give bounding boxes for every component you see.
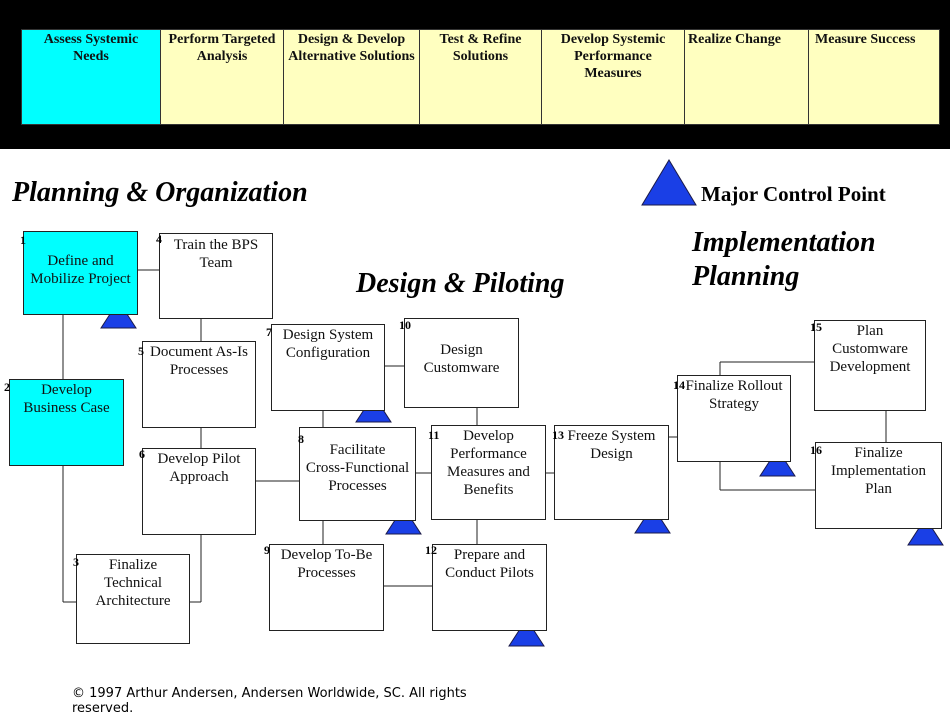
control-point-icon	[508, 618, 545, 647]
task-number: 6	[139, 447, 145, 461]
task-design-customware: Design Customware	[404, 318, 519, 408]
task-number: 16	[810, 443, 822, 457]
phase-assess-systemic-needs: Assess Systemic Needs	[21, 29, 161, 125]
legend-label: Major Control Point	[701, 182, 886, 206]
task-number: 1	[20, 233, 26, 247]
task-design-system-configuration: Design System Configuration	[271, 324, 385, 411]
task-finalize-rollout-strategy: Finalize Rollout Strategy	[677, 375, 791, 462]
legend-control-point-icon	[641, 159, 697, 206]
task-finalize-technical-architecture: Finalize Technical Architecture	[76, 554, 190, 644]
task-develop-performance-measures: Develop Performance Measures and Benefit…	[431, 425, 546, 520]
task-number: 14	[673, 378, 685, 392]
phase-design-develop-alternatives: Design & Develop Alternative Solutions	[283, 29, 420, 125]
task-develop-business-case: Develop Business Case	[9, 379, 124, 466]
task-number: 3	[73, 555, 79, 569]
task-number: 2	[4, 380, 10, 394]
task-prepare-conduct-pilots: Prepare and Conduct Pilots	[432, 544, 547, 631]
task-facilitate-cross-functional-processes: Facilitate Cross-Functional Processes	[299, 427, 416, 521]
task-develop-to-be-processes: Develop To-Be Processes	[269, 544, 384, 631]
control-point-icon	[759, 448, 796, 477]
task-document-as-is-processes: Document As-Is Processes	[142, 341, 256, 428]
task-number: 8	[298, 432, 304, 446]
task-freeze-system-design: Freeze System Design	[554, 425, 669, 520]
task-define-mobilize-project: Define and Mobilize Project	[23, 231, 138, 315]
phase-realize-change: Realize Change	[684, 29, 809, 125]
task-finalize-implementation-plan: Finalize Implementation Plan	[815, 442, 942, 529]
task-plan-customware-development: Plan Customware Development	[814, 320, 926, 411]
task-number: 5	[138, 344, 144, 358]
task-number: 11	[428, 428, 440, 442]
phase-develop-performance-measures: Develop Systemic Performance Measures	[541, 29, 685, 125]
task-number: 15	[810, 320, 822, 334]
task-train-bps-team: Train the BPS Team	[159, 233, 273, 319]
section-title-design: Design & Piloting	[356, 268, 565, 299]
phase-bar: Assess Systemic Needs Perform Targeted A…	[0, 0, 950, 149]
task-number: 13	[552, 428, 564, 442]
copyright-notice: © 1997 Arthur Andersen, Andersen Worldwi…	[72, 686, 467, 716]
task-number: 9	[264, 543, 270, 557]
task-number: 12	[425, 543, 437, 557]
control-point-icon	[907, 517, 944, 546]
section-title-planning: Planning & Organization	[12, 177, 308, 208]
task-number: 7	[266, 325, 272, 339]
phase-perform-targeted-analysis: Perform Targeted Analysis	[160, 29, 284, 125]
phase-measure-success: Measure Success	[808, 29, 940, 125]
task-number: 4	[156, 232, 162, 246]
phase-test-refine-solutions: Test & Refine Solutions	[419, 29, 542, 125]
task-number: 10	[399, 318, 411, 332]
section-title-implementation: Implementation Planning	[692, 227, 876, 292]
task-develop-pilot-approach: Develop Pilot Approach	[142, 448, 256, 535]
